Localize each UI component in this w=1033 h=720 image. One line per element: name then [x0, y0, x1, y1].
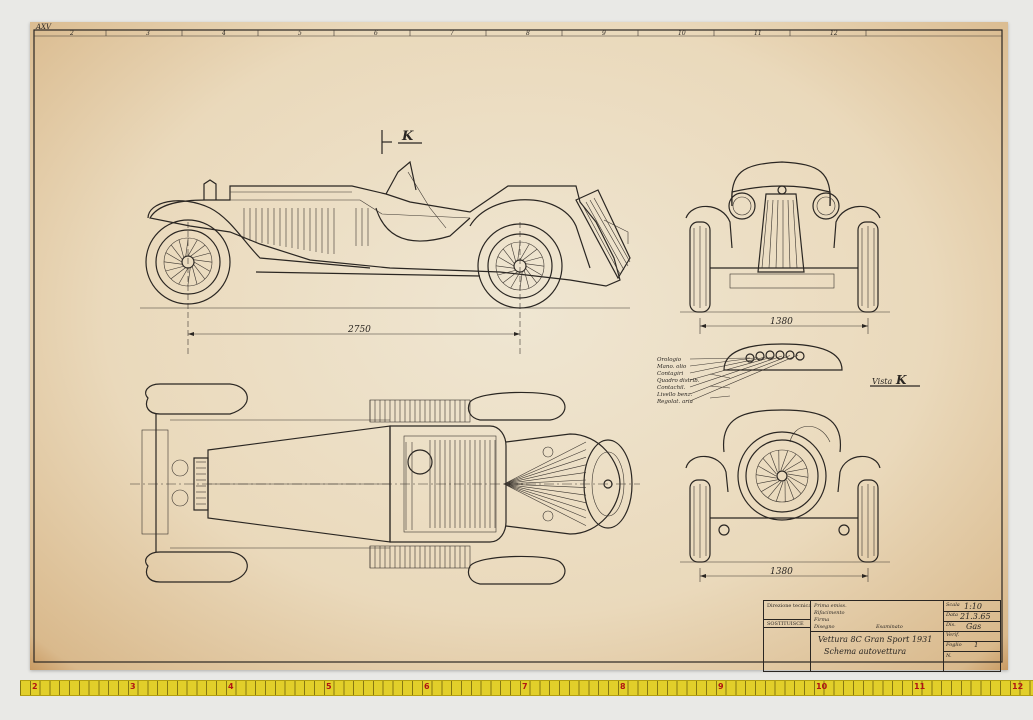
view-label: Vista [872, 377, 893, 386]
date-label: Data [946, 612, 958, 618]
view-marker: K [401, 129, 414, 144]
border-number: 6 [374, 30, 378, 37]
drawing-title: Vettura 8C Gran Sport 1931 [818, 635, 933, 644]
tape-number: 4 [228, 682, 234, 691]
drawn-label: Dis. [946, 622, 956, 628]
sheet-value: 1 [974, 641, 979, 649]
border-number: 5 [298, 30, 302, 37]
date-value: 21.3.65 [960, 612, 991, 621]
border-number: 7 [450, 30, 454, 37]
number-label: N. [946, 653, 952, 659]
row-label-4: Esaminato [876, 624, 903, 630]
row-label-3: Disegno [814, 624, 835, 630]
checked-label: Verif. [946, 632, 960, 638]
border-number: 10 [678, 30, 686, 37]
front-left-headlamp [728, 192, 756, 220]
border-number-row: 2 3 4 5 6 7 8 9 10 11 12 [69, 30, 867, 37]
tape-number: 2 [32, 682, 38, 691]
tape-number: 3 [130, 682, 136, 691]
rear-view: 1380 [680, 409, 890, 582]
border-number: 4 [221, 30, 226, 37]
dashboard-legend-item: Contachil. [657, 385, 686, 391]
technical-drawing: 2 3 4 5 6 7 8 9 10 11 12 AXV K [33, 23, 1003, 663]
border-number: 8 [526, 30, 530, 37]
border-number: 11 [754, 30, 762, 37]
drawn-value: Gas [966, 622, 982, 631]
rear-track-dimension: 1380 [770, 567, 793, 577]
replaces-label: SOSTITUISCE [767, 621, 804, 627]
front-track-dimension: 1380 [770, 317, 793, 327]
plan-view [130, 383, 640, 585]
drawing-frame [33, 29, 1003, 663]
dashboard-legend-item: Orologio [657, 357, 682, 363]
dashboard-legend-item: Livello benz. [656, 392, 693, 398]
drawing-subtitle: Schema autovettura [824, 647, 907, 656]
side-view: K [140, 129, 631, 354]
tape-number: 12 [1012, 682, 1024, 691]
title-header: Direzione tecnica [767, 603, 812, 609]
border-number: 3 [146, 30, 150, 37]
scale-label: Scala [946, 602, 960, 608]
rear-spare-wheel [737, 431, 827, 521]
dashboard-legend-item: Mano. olio [656, 364, 687, 370]
row-label-0: Prima emiss. [814, 603, 847, 609]
sheet-label: Foglio [946, 642, 962, 648]
corner-code: AXV [35, 23, 52, 31]
wheelbase-dimension: 2750 [347, 325, 371, 335]
dashboard-legend-item: Quadro distrib. [657, 378, 700, 384]
row-label-2: Firma [814, 617, 830, 623]
tape-number: 10 [816, 682, 828, 691]
tape-number: 6 [424, 682, 430, 691]
tape-number: 5 [326, 682, 332, 691]
border-number: 12 [830, 30, 838, 37]
view-label-marker: K [895, 373, 907, 387]
border-number: 9 [602, 30, 606, 37]
front-right-headlamp [812, 192, 840, 220]
dashboard-legend-item: Contagiri [657, 371, 683, 377]
title-block: Direzione tecnica SOSTITUISCE Prima emis… [763, 600, 1001, 672]
tape-number: 9 [718, 682, 724, 691]
measuring-tape: 2 3 4 5 6 7 8 9 10 11 12 [20, 680, 1033, 696]
scale-value: 1:10 [964, 602, 982, 611]
row-label-1: Rifacimento [814, 610, 845, 616]
tape-number: 8 [620, 682, 626, 691]
tape-number: 11 [914, 682, 926, 691]
dashboard-legend-item: Regolat. aria [656, 399, 693, 405]
border-number: 2 [69, 30, 74, 37]
tape-number: 7 [522, 682, 528, 691]
blueprint-sheet: 2 3 4 5 6 7 8 9 10 11 12 AXV K [30, 22, 1008, 672]
front-view: 1380 [680, 161, 890, 334]
